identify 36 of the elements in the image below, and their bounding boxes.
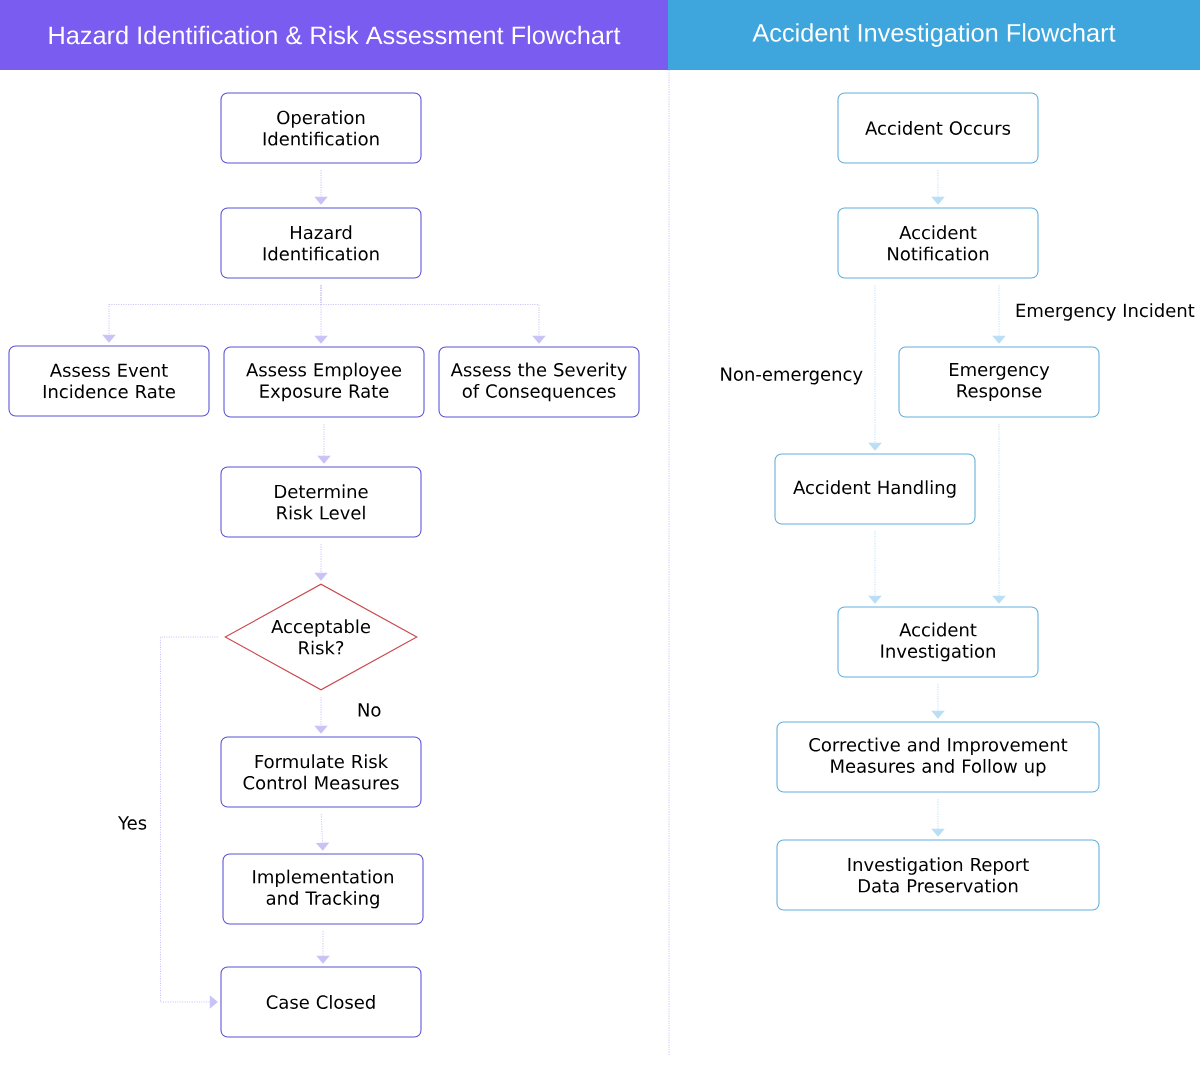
- arrow: [992, 284, 1006, 344]
- arrow: [931, 683, 945, 719]
- process-box: Case Closed: [220, 966, 422, 1038]
- header-band: Hazard Identification & Risk Assessment Flowchart: [0, 0, 668, 70]
- arrow: [931, 798, 945, 837]
- process-box: Accident Occurs: [837, 92, 1039, 164]
- arrow: [317, 423, 331, 464]
- process-box: Accident Notification: [837, 207, 1039, 279]
- process-box: Investigation Report Data Preservation: [776, 839, 1100, 911]
- arrow: [320, 284, 546, 344]
- process-box: Accident Handling: [774, 453, 976, 525]
- arrow: [931, 169, 945, 205]
- arrow: [159, 636, 219, 1009]
- edge-label: Non-emergency: [716, 364, 866, 388]
- process-box: Formulate Risk Control Measures: [220, 736, 422, 808]
- arrow: [314, 696, 328, 734]
- edge-label: Emergency Incident: [1012, 300, 1198, 324]
- process-box: Assess the Severity of Consequences: [438, 346, 640, 418]
- process-box: Hazard Identification: [220, 207, 422, 279]
- process-box: Corrective and Improvement Measures and Follow up: [776, 721, 1100, 793]
- process-box: Implementation and Tracking: [222, 853, 424, 925]
- arrow: [992, 423, 1006, 604]
- edge-label: Yes: [115, 813, 150, 833]
- arrow: [868, 530, 882, 604]
- arrow: [868, 284, 882, 451]
- process-box: Assess Event Incidence Rate: [8, 345, 210, 417]
- process-box: Assess Employee Exposure Rate: [223, 346, 425, 418]
- edge-label: No: [354, 700, 385, 720]
- arrow: [314, 543, 328, 581]
- process-box: Emergency Response: [898, 346, 1100, 418]
- header-band: Accident Investigation Flowchart: [668, 0, 1200, 70]
- process-box: Accident Investigation: [837, 606, 1039, 678]
- arrow: [316, 930, 330, 964]
- process-box: Operation Identification: [220, 92, 422, 164]
- process-box: Determine Risk Level: [220, 466, 422, 538]
- arrow: [314, 169, 328, 205]
